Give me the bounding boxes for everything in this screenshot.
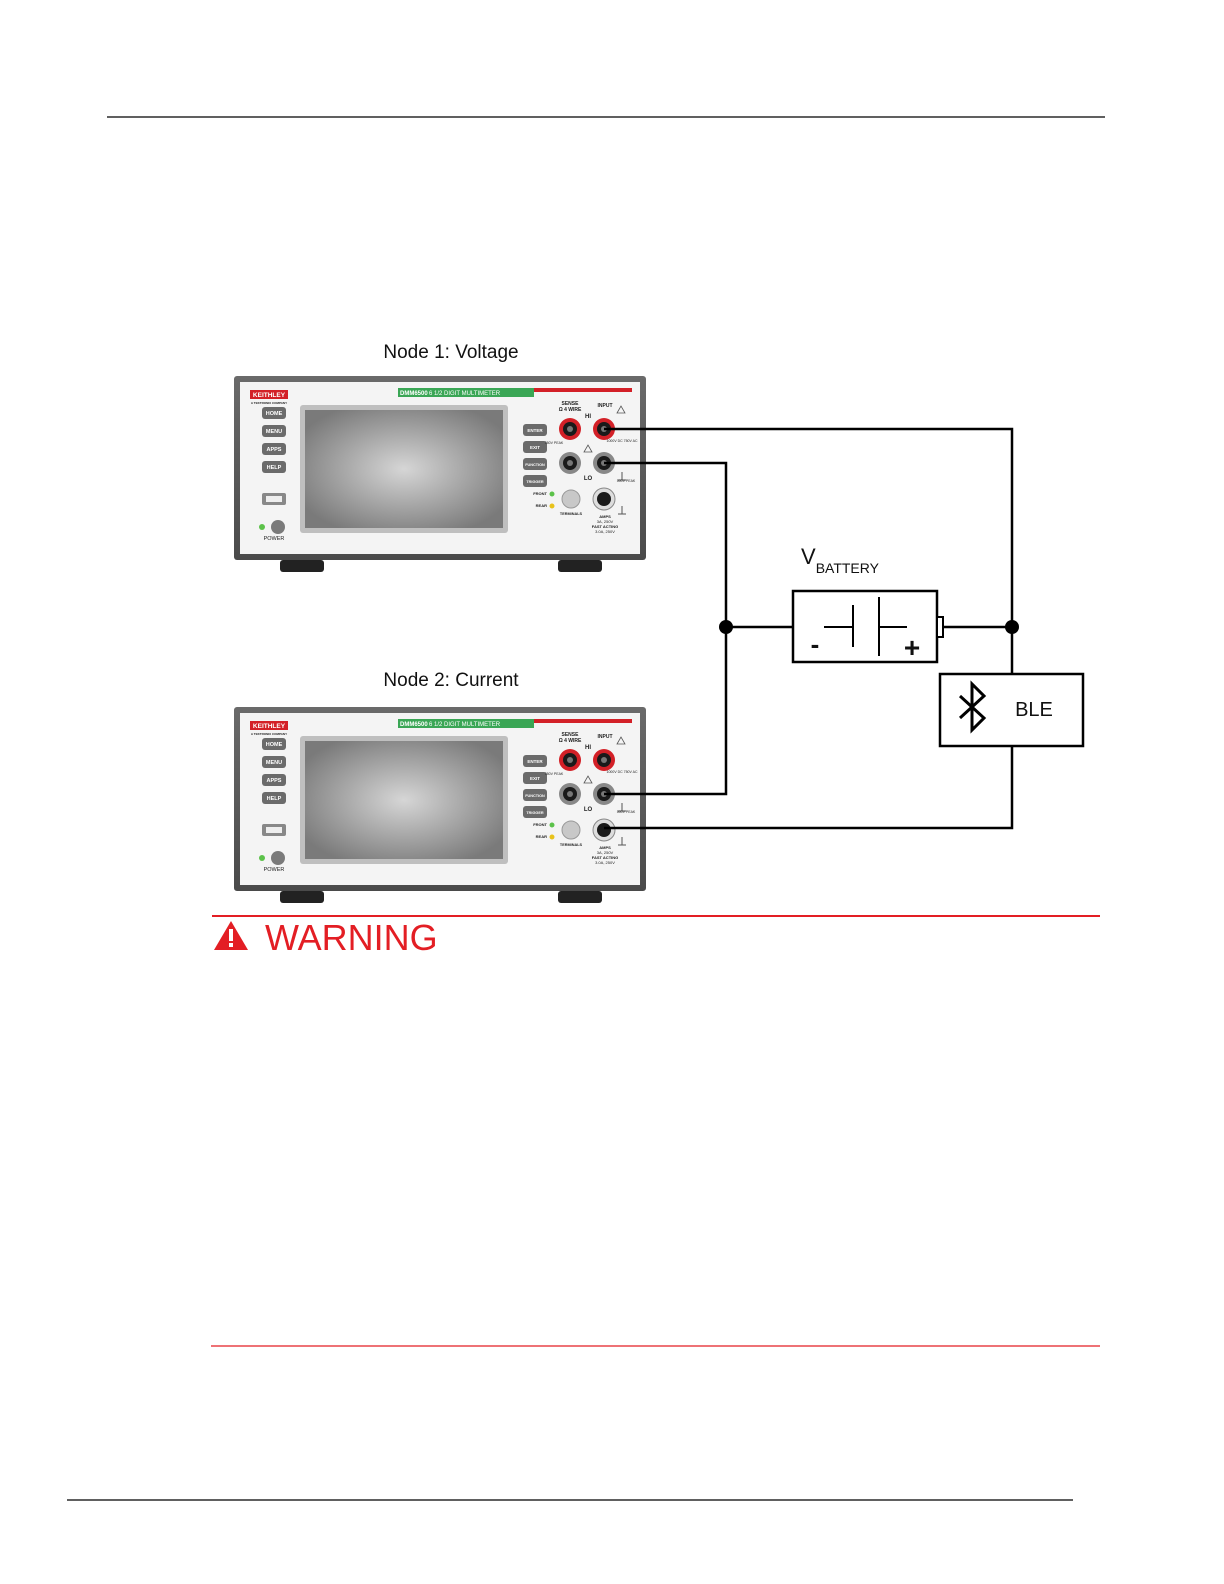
node1-amps-rating: 3A, 250V [597,519,614,524]
node1-peak-label: 350V PEAK [545,441,564,445]
node1-terminals-label: TERMINALS [560,512,583,516]
node1-menu-button: MENU [266,429,282,435]
node1-hi-label: HI [585,414,591,420]
ble-box [938,672,1085,748]
node1-fast-acting: FAST ACTING [592,524,619,529]
node2-apps-button: APPS [267,778,282,784]
node1-peak-label-2: 500V PEAK [617,479,636,483]
node1-lo-label: LO [584,476,593,482]
node2-enter-button: ENTER [527,759,543,764]
node1-fuse-rating: 3.0A, 250V [595,529,615,534]
node2-max-label: 1000V DC 750V AC [607,770,638,774]
node2-fast-acting: FAST ACTING [592,855,619,860]
junction-right [1005,620,1019,634]
node1-brand-sub: A TEKTRONIX COMPANY [251,401,287,405]
node2-amps-rating: 3A, 250V [597,850,614,855]
node2-power-label: POWER [264,867,285,873]
node1-brand: KEITHLEY [253,392,286,399]
node2-menu-button: MENU [266,760,282,766]
node1-title: Node 1: Voltage [383,342,518,363]
node2-hi-label: HI [585,745,591,751]
node1-max-label: 1000V DC 750V AC [607,439,638,443]
node2-brand-sub: A TEKTRONIX COMPANY [251,732,287,736]
node2-sense-sub: Ω 4 WIRE [559,738,582,744]
node1-home-button: HOME [266,411,283,417]
node2-lo-label: LO [584,807,593,813]
bluetooth-icon [958,680,987,734]
node1-rear-label: REAR [536,503,547,508]
battery-label: VBATTERY [801,544,880,576]
node2-title: Node 2: Current [383,670,519,691]
node2-brand: KEITHLEY [253,723,286,730]
node2-peak-label: 350V PEAK [545,772,564,776]
node2-peak-label-2: 500V PEAK [617,810,636,814]
wire-node1-hi [604,427,1014,627]
node1-amps-label: AMPS [599,514,611,519]
node2-fuse-rating: 3.0A, 250V [595,860,615,865]
ble-label: BLE [1015,699,1053,721]
node2-model: DMM6500 [400,722,428,728]
node2-help-button: HELP [267,796,282,802]
node2-function-button: FUNCTION [525,794,545,798]
node1-model: DMM6500 [400,391,428,397]
node2-model-desc: 6 1/2 DIGIT MULTIMETER [429,722,501,728]
node1-help-button: HELP [267,465,282,471]
node2-home-button: HOME [266,742,283,748]
node1-sense-sub: Ω 4 WIRE [559,407,582,413]
node1-exit-button: EXIT [530,445,540,450]
node2-terminals-label: TERMINALS [560,843,583,847]
node1-power-label: POWER [264,536,285,542]
node1-apps-button: APPS [267,447,282,453]
wire-ble-to-amps [604,746,1014,830]
battery: - + VBATTERY [791,544,944,664]
node2-sense-label: SENSE [562,732,580,738]
node1-model-desc: 6 1/2 DIGIT MULTIMETER [429,391,501,397]
node1-input-label: INPUT [598,403,613,409]
node1-trigger-button: TRIGGER [526,480,544,484]
battery-plus-sign: + [904,632,920,663]
wire-node1-lo [604,461,728,627]
node2-front-label: FRONT [533,822,547,827]
node2-input-label: INPUT [598,734,613,740]
node1-sense-label: SENSE [562,401,580,407]
node2-multimeter: KEITHLEY A TEKTRONIX COMPANY DMM6500 6 1… [233,706,647,904]
battery-label-main: V [801,544,816,569]
node1-multimeter: KEITHLEY A TEKTRONIX COMPANY DMM6500 6 1… [233,375,647,573]
battery-body [791,589,939,664]
ble-device: BLE [938,672,1085,748]
battery-minus-sign: - [811,629,820,659]
node2-exit-button: EXIT [530,776,540,781]
wiring [604,427,1014,830]
node1-front-label: FRONT [533,491,547,496]
node1-enter-button: ENTER [527,428,543,433]
node2-trigger-button: TRIGGER [526,811,544,815]
warning-title: WARNING [265,917,438,958]
wire-node2-lo [604,627,728,796]
junction-left [719,620,733,634]
node1-function-button: FUNCTION [525,463,545,467]
battery-label-sub: BATTERY [816,560,880,576]
node2-amps-label: AMPS [599,845,611,850]
warning-triangle-icon [214,921,248,950]
battery-nub [936,616,944,638]
node2-rear-label: REAR [536,834,547,839]
